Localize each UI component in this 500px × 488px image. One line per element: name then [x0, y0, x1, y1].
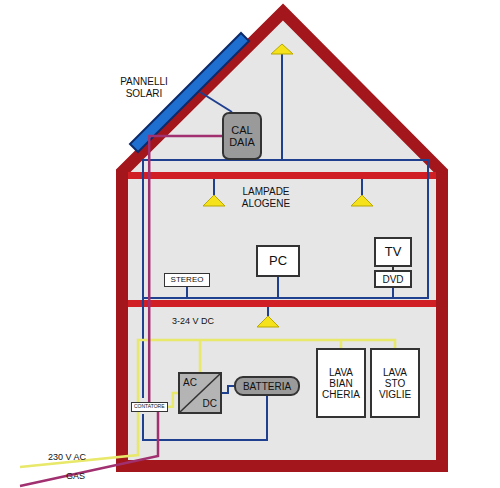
wire — [20, 410, 138, 467]
node-text: CONTATORE — [134, 404, 165, 410]
dvd-box: DVD — [374, 270, 412, 288]
floor-slab — [128, 172, 436, 179]
node-text: BATTERIA — [243, 381, 291, 392]
supply-label: 230 V AC — [48, 452, 86, 462]
boiler-box: CAL DAIA — [222, 112, 262, 160]
pc-box: PC — [256, 245, 300, 277]
lamp — [203, 195, 225, 206]
yellow-wires — [20, 340, 395, 467]
tv-box: TV — [374, 237, 412, 267]
lamp — [351, 195, 373, 206]
stereo-box: STEREO — [164, 273, 210, 287]
lamp — [257, 316, 279, 327]
blue-wires — [143, 50, 428, 440]
wire-connector — [168, 393, 178, 407]
wire-connector — [149, 136, 222, 402]
gas-label: GAS — [66, 471, 85, 481]
voltage-label: 3-24 V DC — [172, 316, 214, 326]
lamp-label: LAMPADE ALOGENE — [234, 186, 298, 209]
wire-connector — [222, 386, 234, 393]
node-text: CAL DAIA — [226, 124, 258, 148]
wire — [281, 50, 283, 160]
lamp — [271, 44, 293, 54]
lamps — [203, 44, 373, 327]
washer-box: LAVA BIAN CHERIA — [316, 348, 366, 418]
floor-slab — [128, 300, 436, 307]
node-text: AC — [183, 377, 197, 388]
node-text: STEREO — [171, 276, 204, 285]
gas-pipe — [20, 410, 158, 486]
node-text: LAVA BIAN CHERIA — [320, 367, 362, 400]
panel-label: PANNELLI SOLARI — [108, 76, 180, 99]
wire — [267, 307, 269, 316]
converter-box: AC DC — [178, 372, 222, 414]
wire — [200, 92, 232, 112]
battery-box: BATTERIA — [234, 376, 300, 396]
node-text: DC — [203, 398, 217, 409]
house-outline — [122, 12, 442, 466]
node-text: DVD — [382, 274, 403, 285]
dishwasher-box: LAVA STO VIGLIE — [370, 348, 420, 418]
divider-line — [180, 374, 220, 412]
node-text: LAVA STO VIGLIE — [374, 367, 416, 400]
meter-box: CONTATORE — [131, 402, 168, 412]
node-text: PC — [269, 254, 287, 268]
node-text: TV — [385, 245, 402, 259]
wire — [187, 277, 393, 298]
